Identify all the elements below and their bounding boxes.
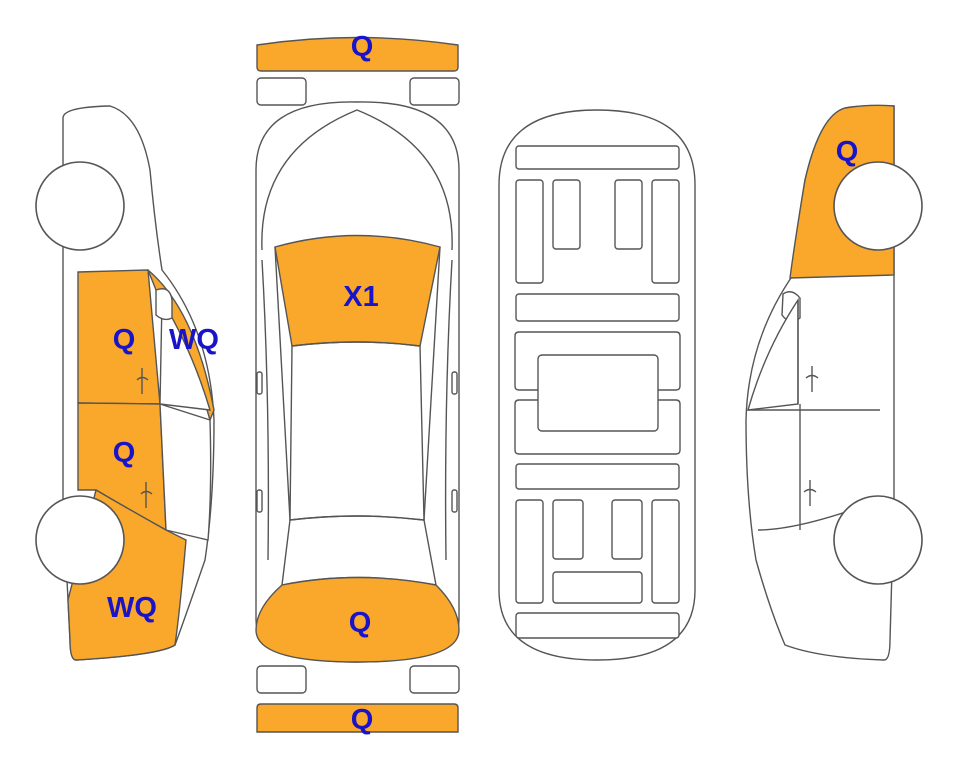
right-front-tire [833,495,923,585]
under-rear-tank [552,571,643,604]
label-windshield: X1 [343,281,378,313]
under-rear-left-pocket [552,499,584,560]
label-left-rear-door: Q [113,437,136,469]
under-rear-left-rail [515,499,544,604]
under-cross-member-1 [515,293,680,322]
label-right-rear-quarter: Q [836,136,859,168]
damage-labels: Q X1 Q Q Q WQ Q WQ Q [107,31,858,736]
left-mirror [155,288,173,321]
label-left-rear-quarter: WQ [107,592,157,624]
top-view-car [255,36,460,733]
left-front-handle [136,368,149,394]
left-window-rear [159,403,212,541]
left-rear-handle [140,482,153,508]
right-rear-handle [451,489,458,513]
right-mirror [451,371,458,395]
under-front-left-pocket [552,179,581,250]
under-center-plate [537,354,659,432]
under-front-right-pocket [614,179,643,250]
right-side-lines [423,246,453,561]
under-front-right-rail [651,179,680,284]
under-rear-bar [515,612,680,639]
under-front-left-rail [515,179,544,284]
hood-lines [261,109,453,251]
right-door-lines [748,300,881,531]
label-front-bumper: Q [351,31,374,63]
underside-view [498,109,696,661]
label-left-front-door: Q [113,324,136,356]
front-right-light [409,77,460,106]
label-rear-window-area: Q [349,607,372,639]
right-side-view [745,104,923,661]
left-front-tire [35,161,125,251]
left-side-lines [261,246,291,561]
under-cross-member-2 [515,463,680,490]
rear-right-light [409,665,460,694]
right-rear-tire [833,161,923,251]
under-rear-right-pocket [611,499,643,560]
rear-bumper-panel[interactable] [256,703,459,733]
under-front-bar [515,145,680,170]
label-rear-bumper: Q [351,704,374,736]
left-rear-tire [35,495,125,585]
right-rear-handle [803,480,817,506]
left-side-view [35,105,215,661]
label-left-a-pillar: WQ [169,324,219,356]
right-front-handle [805,366,819,392]
under-rear-right-rail [651,499,680,604]
front-bumper-panel[interactable] [256,36,459,72]
rear-deck-panel[interactable] [255,576,460,663]
rear-left-light [256,665,307,694]
left-rear-handle [256,489,263,513]
left-mirror [256,371,263,395]
front-left-light [256,77,307,106]
